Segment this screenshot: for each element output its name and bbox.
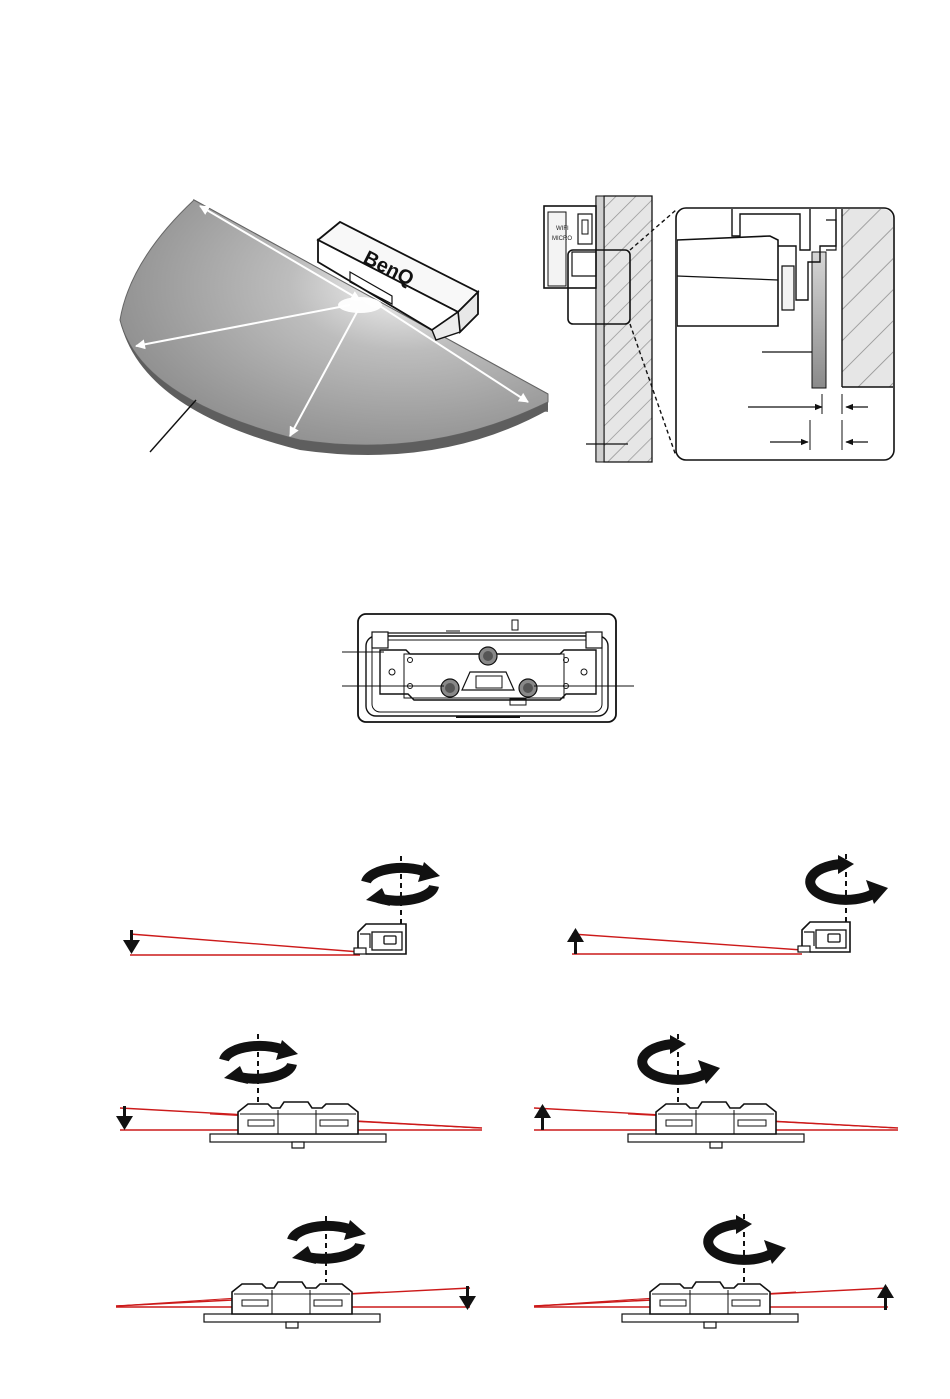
zoom-detail-box <box>676 208 894 460</box>
wall-section <box>604 196 652 462</box>
adjust-diagram-row3-left <box>116 1216 476 1328</box>
reflector-strip <box>812 252 826 388</box>
sensor-bottom-view <box>342 614 634 722</box>
rotate-counterclockwise-icon <box>292 1220 366 1264</box>
leader-line-surface <box>150 400 196 452</box>
detection-area-illustration: BenQ <box>120 200 548 455</box>
rotate-counterclockwise-icon <box>366 862 440 906</box>
arrow-up-icon <box>567 928 584 954</box>
screw-right <box>519 679 537 697</box>
adjust-diagram-row2-left <box>116 1034 482 1148</box>
adjust-diagram-row1-left <box>123 856 440 955</box>
adjust-diagram-row3-right <box>534 1214 894 1328</box>
rotate-clockwise-icon <box>810 855 888 904</box>
port-label-micro: MICRO <box>552 236 572 242</box>
arrow-down-icon <box>123 930 140 954</box>
adjust-diagram-row2-right <box>534 1034 898 1148</box>
rotate-counterclockwise-icon <box>224 1040 298 1084</box>
arrow-down-icon <box>116 1106 133 1130</box>
screw-left <box>441 679 459 697</box>
port-label-wifi: WIFI <box>556 226 569 232</box>
laser-line-tilted <box>572 934 802 950</box>
wall-mount-side-view: WIFI MICRO <box>544 196 894 462</box>
whiteboard-surface <box>596 196 604 462</box>
laser-line-tilted <box>130 934 360 952</box>
rotate-clockwise-icon <box>642 1035 720 1084</box>
adjust-diagram-row1-right <box>567 854 888 954</box>
rotate-clockwise-icon <box>708 1215 786 1264</box>
screw-top <box>479 647 497 665</box>
sensor-device-side: WIFI MICRO <box>544 206 596 288</box>
